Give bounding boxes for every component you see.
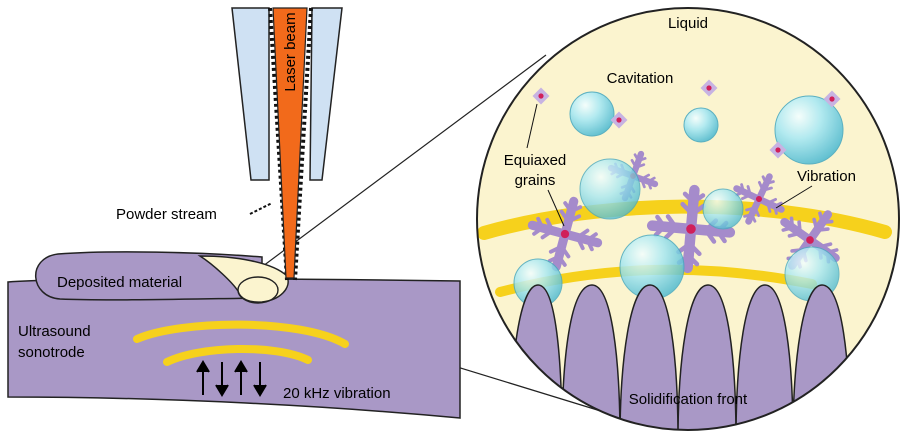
ultrasound-label-line1: Ultrasound bbox=[18, 323, 91, 340]
vibration-band-lower bbox=[163, 344, 312, 366]
deposited-material-label: Deposited material bbox=[57, 274, 182, 291]
zoom-circle-content bbox=[477, 79, 899, 430]
nozzle-left-wall bbox=[231, 7, 270, 181]
vibration-band-upper bbox=[133, 320, 349, 348]
equiaxed-leader-1 bbox=[526, 103, 538, 149]
vibration-arrows bbox=[196, 360, 267, 397]
laser-beam-label: Laser beam bbox=[282, 12, 299, 91]
zoom-circle-border bbox=[476, 7, 900, 431]
nozzle-right-wall bbox=[309, 7, 343, 181]
equiaxed-grains-label-line1: Equiaxed bbox=[504, 152, 567, 169]
powder-stream-leader bbox=[249, 202, 273, 215]
equiaxed-leader-2 bbox=[547, 189, 565, 227]
vibration-frequency-label: 20 kHz vibration bbox=[283, 385, 391, 402]
equiaxed-grains-label-line2: grains bbox=[515, 172, 556, 189]
cavitation-bubbles bbox=[513, 91, 844, 308]
ultrasound-label-line2: sonotrode bbox=[18, 344, 85, 361]
magnification-ellipse bbox=[237, 276, 279, 304]
zoom-guide-line-top bbox=[254, 54, 547, 273]
laser-beam bbox=[272, 7, 308, 279]
liquid-label: Liquid bbox=[668, 15, 708, 32]
solidification-front-label: Solidification front bbox=[629, 391, 748, 408]
cavitation-label: Cavitation bbox=[607, 70, 674, 87]
deposited-material-layer bbox=[34, 251, 263, 301]
melt-pool bbox=[197, 255, 289, 303]
powder-stream-label: Powder stream bbox=[116, 206, 217, 223]
vibration-leader bbox=[775, 185, 813, 209]
vibration-label: Vibration bbox=[797, 168, 856, 185]
